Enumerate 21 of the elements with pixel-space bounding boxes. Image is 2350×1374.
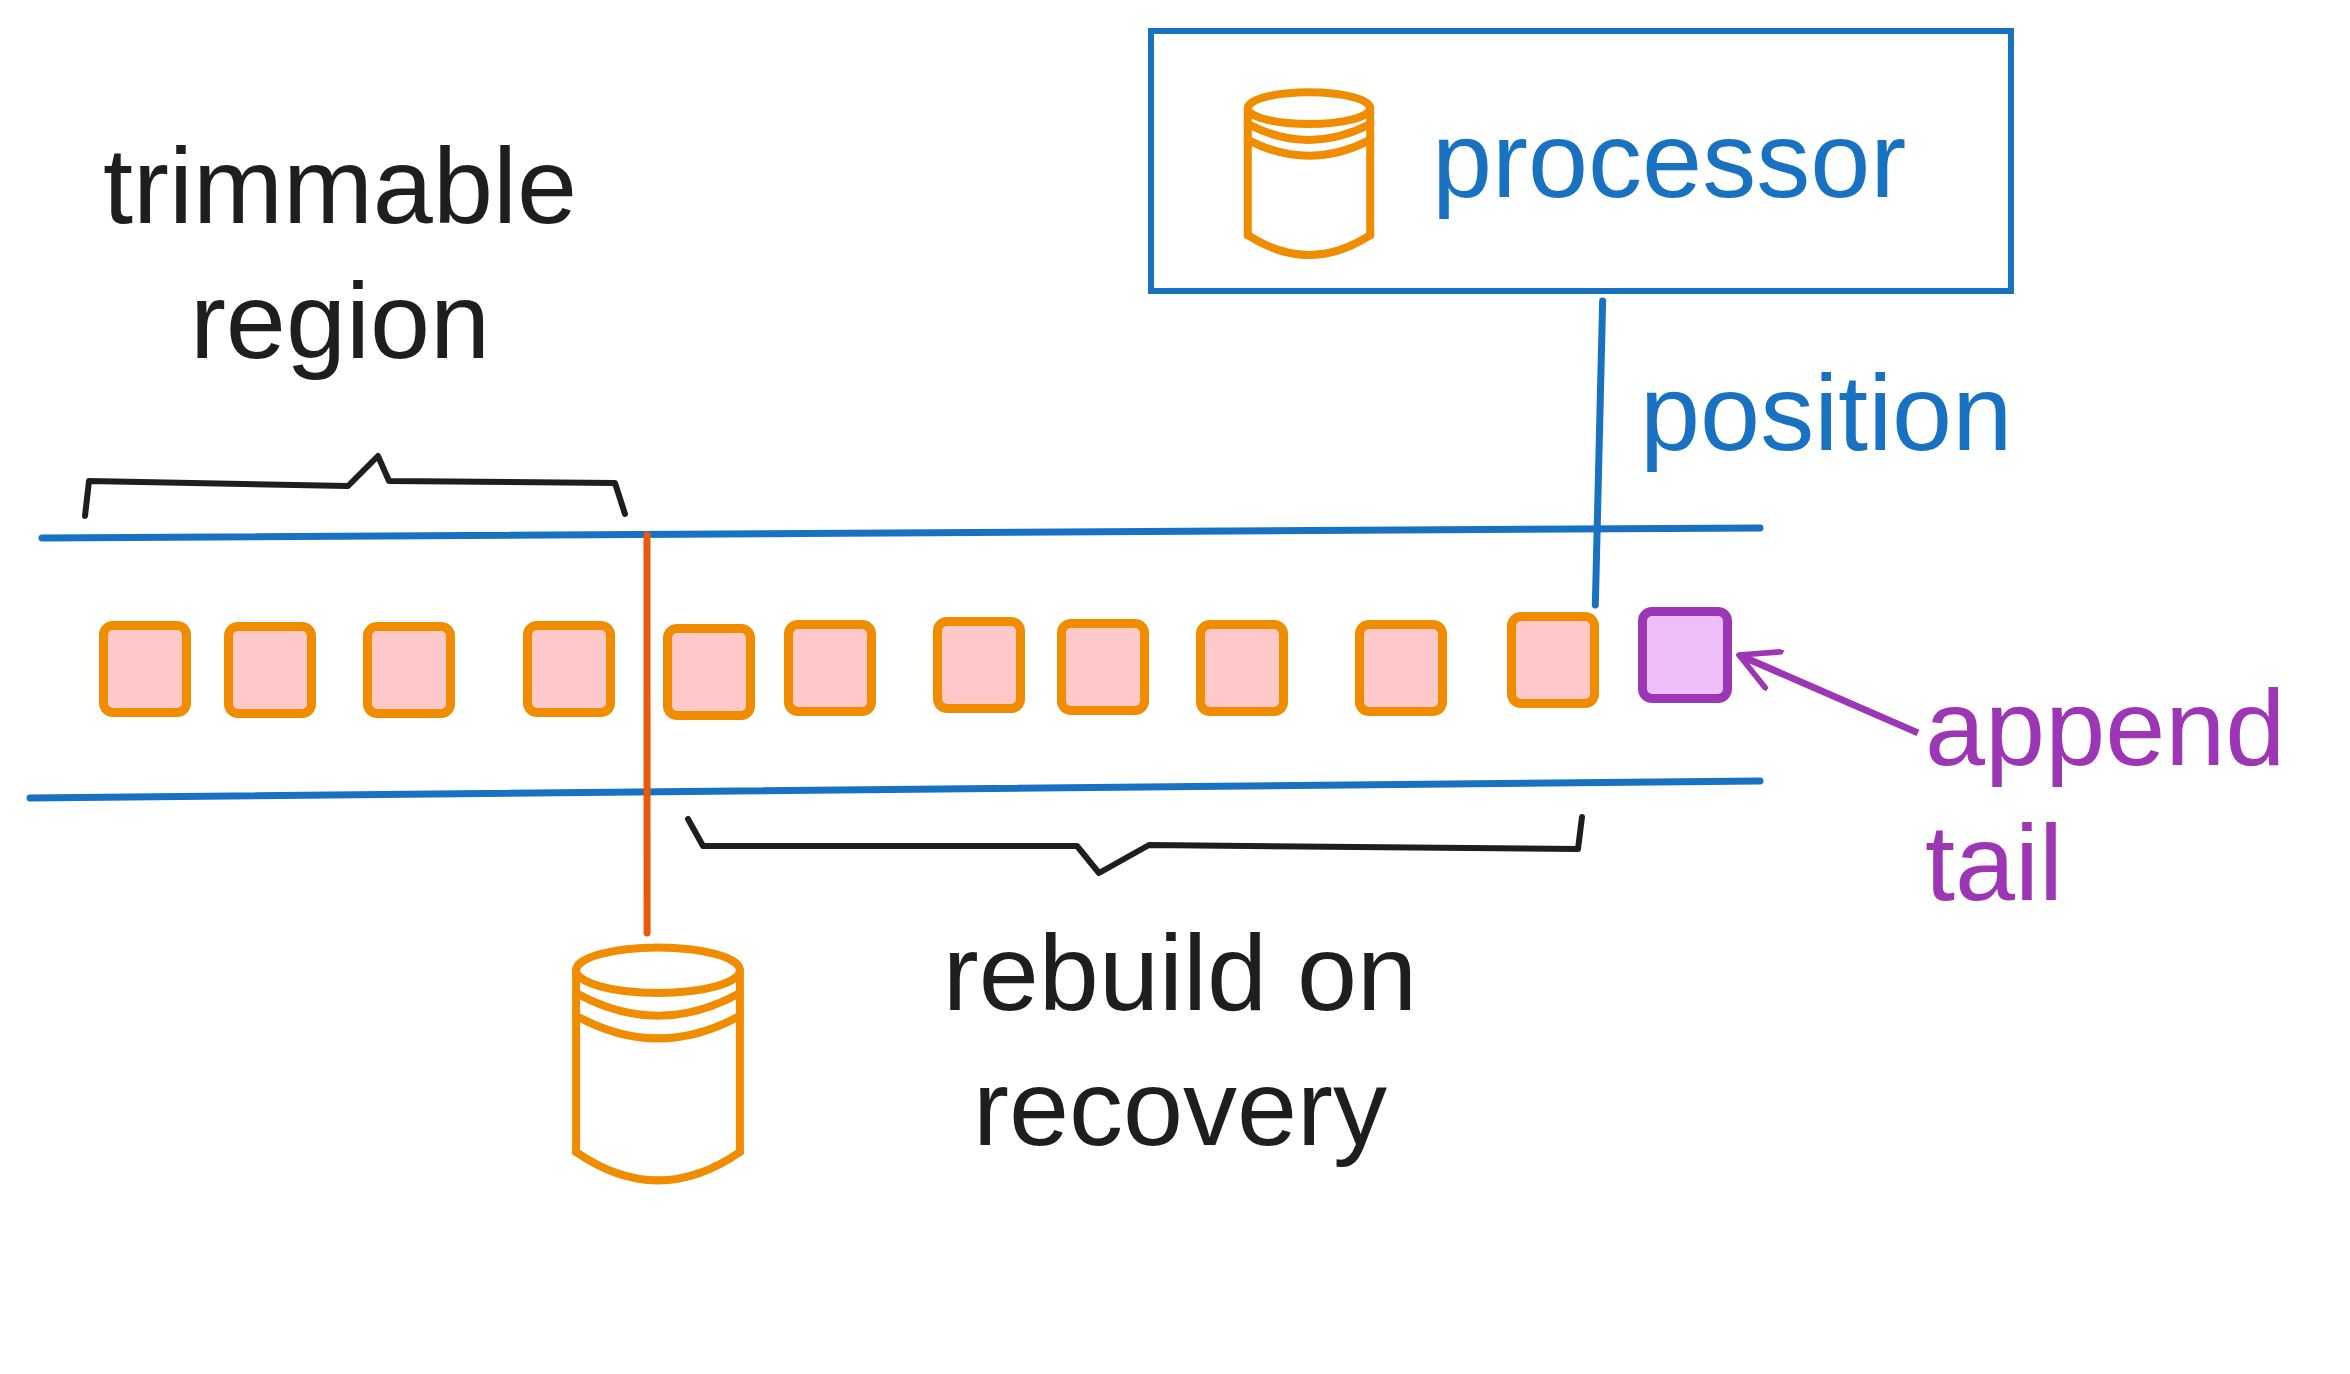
log-entry (1196, 620, 1288, 716)
log-entry (784, 620, 876, 716)
annotation-text: trimmable region (101, 124, 579, 383)
connector-line (1591, 297, 1607, 609)
log-entry (1638, 607, 1732, 703)
connector-line (643, 531, 651, 937)
log-entry (1355, 620, 1447, 716)
callout-text: append tail (1925, 660, 2305, 930)
log-entry (363, 622, 455, 718)
arrow (1736, 648, 1920, 737)
log-entry (99, 621, 191, 717)
processor-box (1148, 28, 2014, 294)
log-entry (1507, 612, 1599, 708)
log-entry (663, 624, 755, 720)
annotation-text: rebuild on recovery (941, 911, 1419, 1170)
node-label: processor (1432, 98, 1907, 222)
log-entry (933, 617, 1025, 713)
log-entry (523, 621, 615, 717)
log-entry (1057, 619, 1149, 715)
log-entry (224, 622, 316, 718)
database-icon (1241, 87, 1377, 259)
